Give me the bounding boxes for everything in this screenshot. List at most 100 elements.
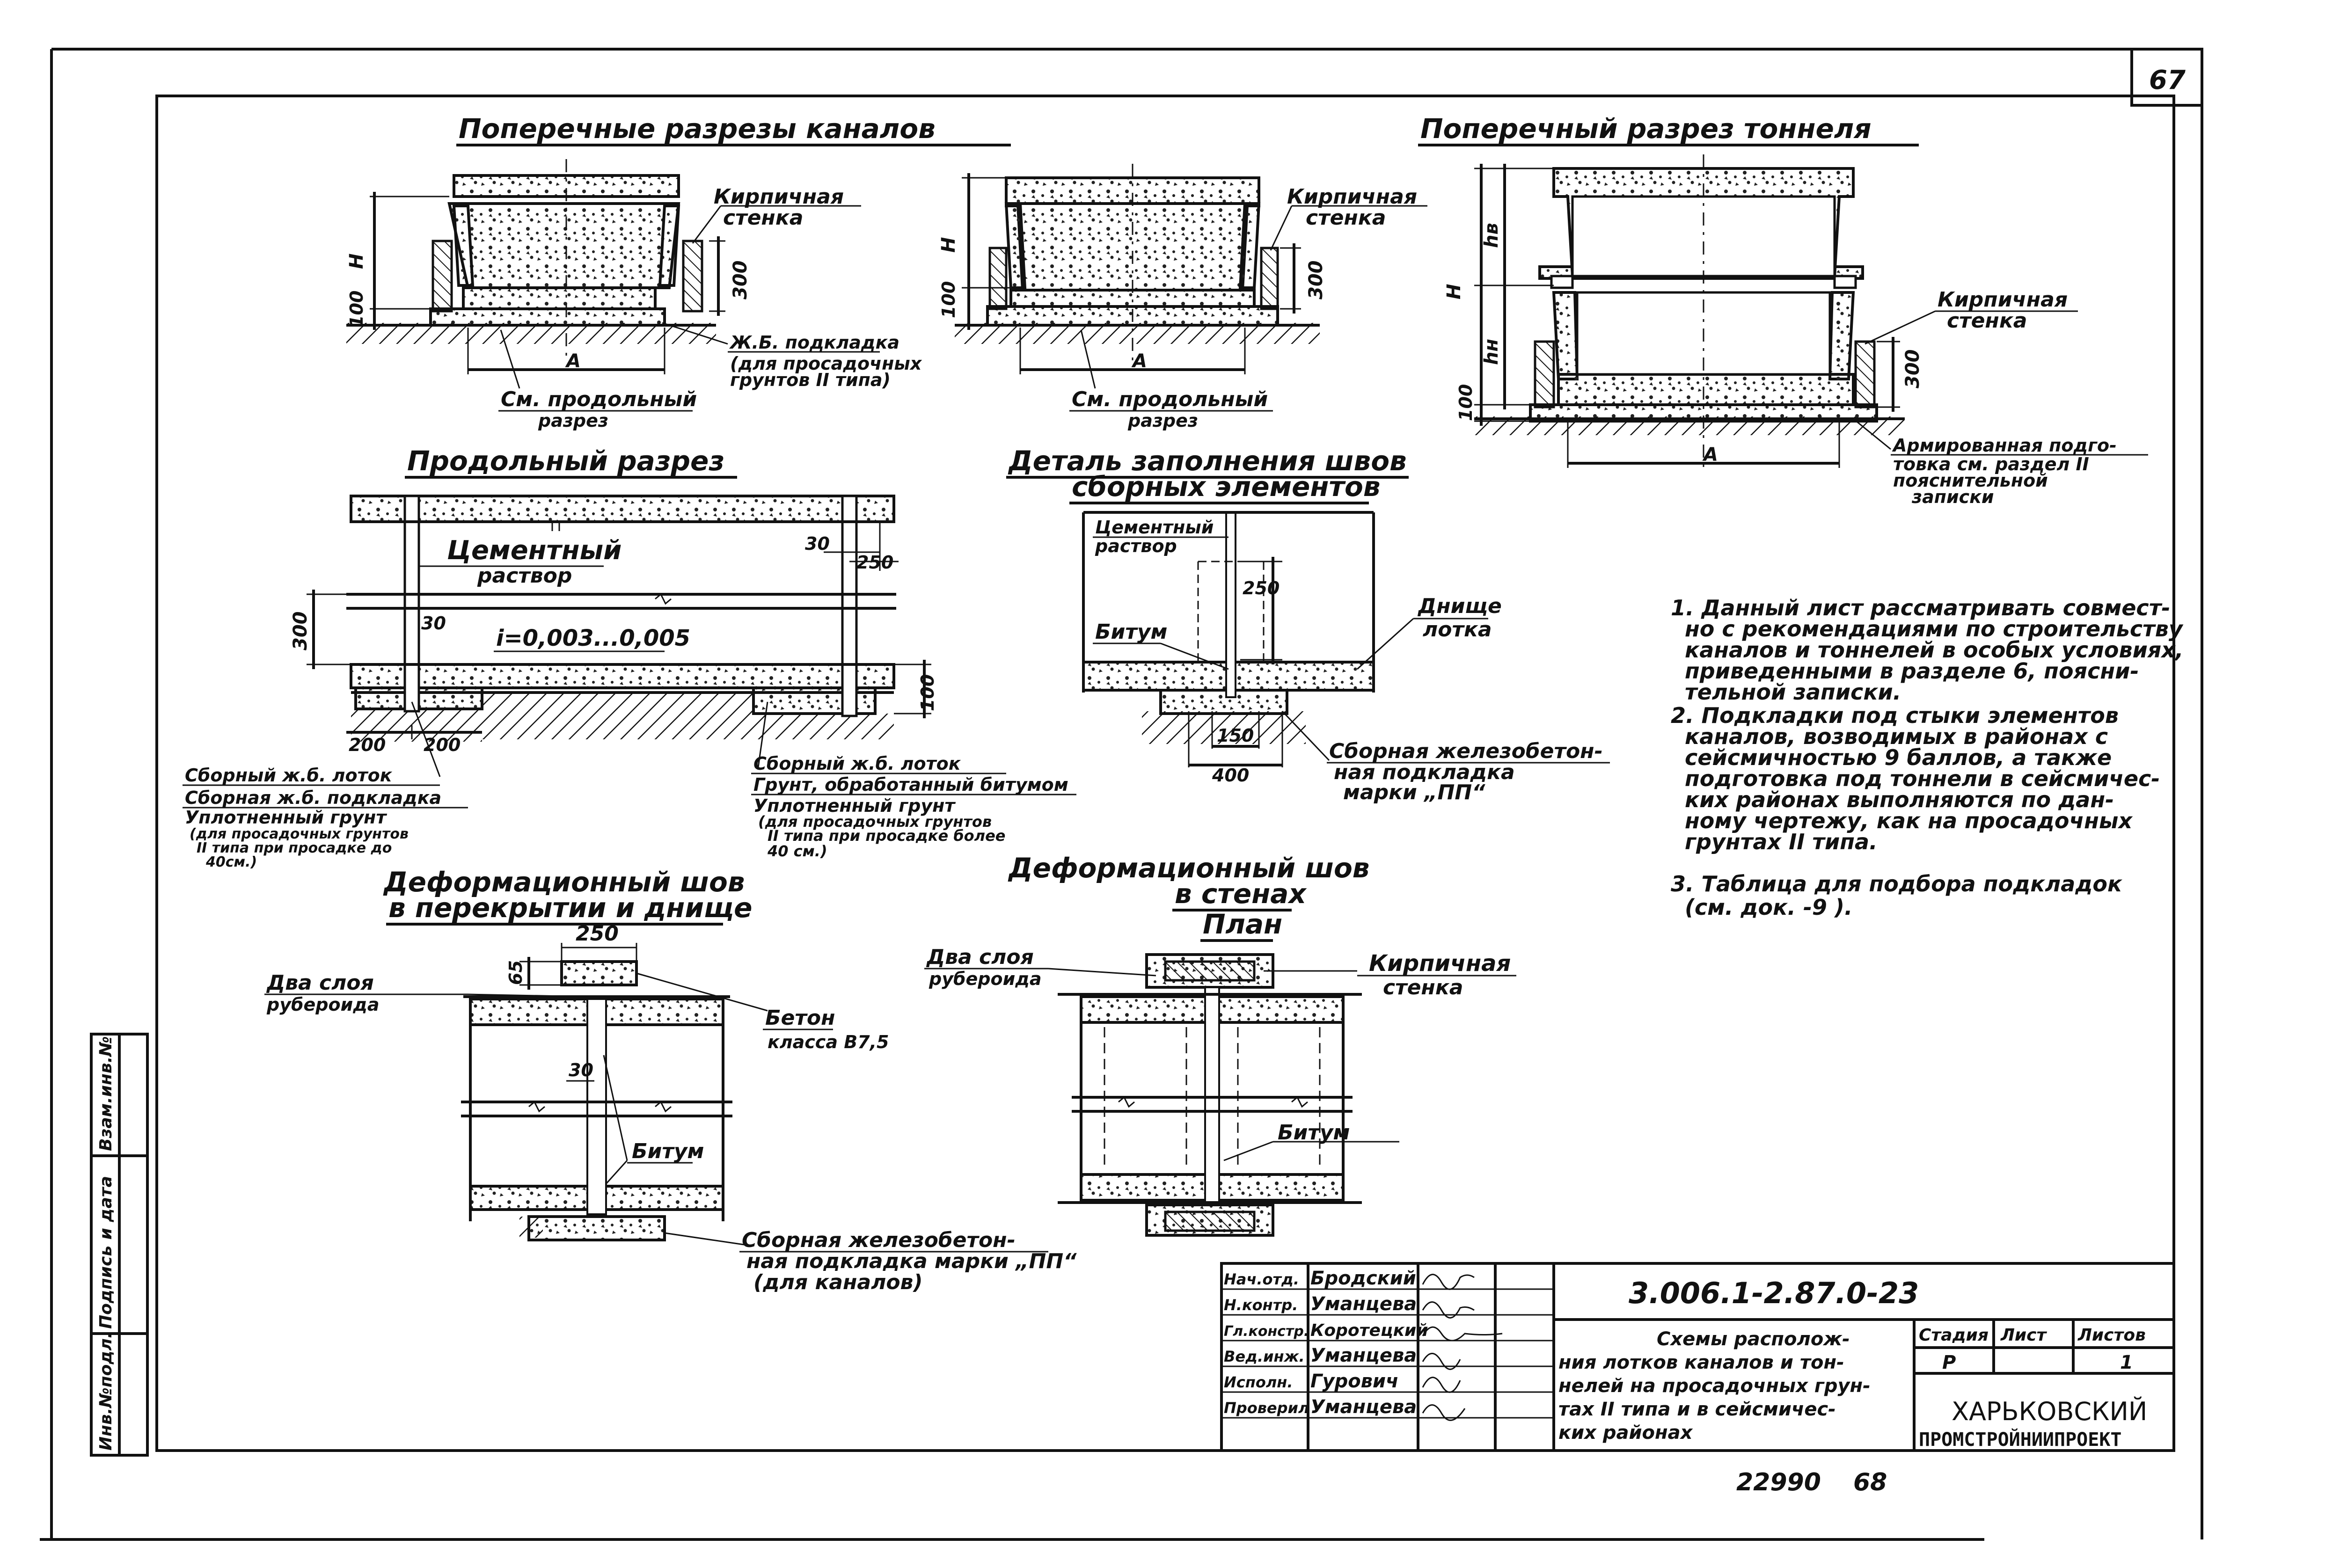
dim-30-slab: 30 — [569, 1060, 593, 1080]
label-slope: i=0,003...0,005 — [496, 625, 690, 651]
dim-300-long: 300 — [290, 612, 311, 651]
note-line-11: ному чертежу, как на просадочных — [1685, 808, 2133, 833]
stage-header: Стадия — [1919, 1326, 1989, 1345]
legend-left-6: 40см.) — [205, 854, 257, 870]
legend-left-2: Сборная ж.б. подкладка — [185, 788, 441, 808]
legend-left-5: II типа при просадке до — [197, 840, 392, 856]
label-bitumen-3: Битум — [1278, 1121, 1350, 1145]
title-channel-sections: Поперечные разрезы каналов — [459, 113, 936, 145]
legend-right-2: Грунт, обработанный битумом — [753, 774, 1068, 795]
legend-right-1: Сборный ж.б. лоток — [753, 753, 961, 774]
dim-300-3: 300 — [1902, 350, 1923, 389]
dim-250-slab: 250 — [576, 922, 619, 946]
dim-400: 400 — [1212, 765, 1249, 786]
stamp-signature-date: Подпись и дата — [96, 1176, 116, 1329]
note-line-13: 3. Таблица для подбора подкладок — [1671, 871, 2123, 897]
label-precast-pad2-1: Сборная железобетон- — [742, 1228, 1016, 1252]
channel-section-2: H 100 300 A Кирпичная стенка См. продоль… — [938, 164, 1427, 431]
dim-100: 100 — [346, 291, 367, 328]
dim-H-3: H — [1443, 284, 1465, 299]
note-line-9: подготовка под тоннели в сейсмичес- — [1685, 766, 2160, 791]
label-bitumen-1: Битум — [1095, 620, 1168, 644]
label-precast-pad-2: ная подкладка — [1334, 760, 1515, 784]
name-2: Уманцева — [1310, 1293, 1417, 1315]
label-brick-wall-4b: стенка — [1383, 976, 1463, 999]
dim-100-3: 100 — [1455, 384, 1476, 421]
stamp-inv-orig: Инв.№подл. — [96, 1332, 116, 1451]
label-reinforced-3: пояснительной — [1893, 470, 2048, 491]
name-1: Бродский — [1310, 1268, 1416, 1289]
deform-joint-slab: 250 65 30 Два слоя рубероида Бетон класс… — [264, 922, 1077, 1294]
label-brick-wall-3a: Кирпичная — [1938, 288, 2068, 312]
title-deform-slab-1: Деформационный шов — [383, 866, 745, 898]
dim-100-2: 100 — [938, 281, 959, 318]
page-number: 67 — [2149, 65, 2186, 95]
note-line-12: грунтах II типа. — [1685, 829, 1878, 854]
note-line-4: приведенными в разделе 6, поясни- — [1685, 658, 2139, 684]
label-brick-wall-2a: Кирпичная — [1287, 185, 1417, 209]
sheets-value: 1 — [2120, 1352, 2133, 1373]
tunnel-section: H hв hн 100 300 A Кирпичная стенка Армир… — [1443, 154, 2148, 507]
note-line-5: тельной записки. — [1685, 679, 1901, 705]
label-pad-note-3: грунтов II типа) — [730, 370, 891, 390]
doc-title-1: Схемы располож- — [1657, 1328, 1850, 1350]
role-3: Гл.констр. — [1224, 1323, 1309, 1340]
title-block: Нач.отд. Н.контр. Гл.констр. Вед.инж. Ис… — [1220, 1262, 2175, 1452]
dim-150: 150 — [1217, 725, 1254, 746]
role-5: Исполн. — [1224, 1373, 1293, 1391]
note-line-1: 1. Данный лист рассматривать совмест- — [1671, 595, 2170, 620]
dim-30-b: 30 — [805, 533, 830, 554]
sheets-header: Листов — [2077, 1326, 2146, 1345]
doc-title-3: нелей на просадочных грун- — [1558, 1375, 1871, 1397]
label-precast-pad2-3: (для каналов) — [753, 1270, 923, 1294]
note-line-3: каналов и тоннелей в особых условиях, — [1685, 637, 2183, 663]
role-4: Вед.инж. — [1224, 1348, 1305, 1365]
label-brick-wall-1b: стенка — [723, 206, 803, 230]
label-pad-note-1: Ж.Б. подкладка — [729, 332, 899, 353]
joint-detail: 250 150 400 Цементный раствор Битум Днищ… — [1082, 511, 1610, 804]
note-line-7: каналов, возводимых в районах с — [1685, 724, 2108, 749]
dim-65: 65 — [505, 960, 526, 985]
legend-left-4: (для просадочных грунтов — [190, 826, 409, 842]
sheet-frame: 67 — [40, 48, 2203, 1541]
name-6: Уманцева — [1310, 1396, 1417, 1418]
label-precast-pad-3: марки „ПП“ — [1343, 780, 1485, 804]
dim-250-detail: 250 — [1243, 578, 1280, 598]
note-line-10: ких районах выполняются по дан- — [1685, 787, 2114, 812]
org-name-1: ХАРЬКОВСКИЙ — [1952, 1397, 2147, 1426]
title-deform-slab-2: в перекрытии и днище — [388, 892, 752, 924]
title-tunnel-section: Поперечный разрез тоннеля — [1420, 113, 1872, 145]
deform-joint-wall: Два слоя рубероида Кирпичная стенка Биту… — [924, 945, 1516, 1237]
legend-right-4: (для просадочных грунтов — [758, 813, 992, 831]
label-concrete-2: класса B7,5 — [768, 1032, 889, 1052]
stage-value: Р — [1942, 1352, 1956, 1373]
legend-left-3: Уплотненный грунт — [185, 807, 387, 828]
dim-A: A — [565, 350, 581, 372]
org-name-2: ПРОМСТРОЙНИИПРОЕКТ — [1919, 1428, 2121, 1451]
note-line-6: 2. Подкладки под стыки элементов — [1671, 703, 2119, 728]
dim-hn: hн — [1481, 339, 1502, 365]
title-deform-wall-1: Деформационный шов — [1008, 852, 1370, 884]
label-see-long-1b: разрез — [538, 410, 608, 431]
label-two-layers-1a: Два слоя — [266, 971, 374, 995]
label-brick-wall-3b: стенка — [1947, 309, 2027, 333]
sheet-header: Лист — [2000, 1326, 2047, 1345]
label-precast-pad2-2: ная подкладка марки „ПП“ — [746, 1249, 1077, 1273]
bottom-page-number: 68 — [1853, 1468, 1887, 1496]
title-longitudinal-section: Продольный разрез — [407, 445, 724, 477]
role-2: Н.контр. — [1224, 1296, 1298, 1314]
name-4: Уманцева — [1310, 1345, 1417, 1366]
inventory-number: 22990 — [1736, 1468, 1821, 1496]
legend-right-5: II типа при просадке более — [768, 827, 1005, 845]
label-tray-bottom-1: Днище — [1417, 594, 1502, 618]
dim-250-long: 250 — [856, 552, 893, 573]
legend-left-1: Сборный ж.б. лоток — [185, 765, 393, 786]
dim-A-3: A — [1702, 444, 1718, 466]
note-line-14: (см. док. -9 ). — [1685, 895, 1852, 920]
role-6: Проверил — [1224, 1399, 1309, 1417]
section-titles: Поперечные разрезы каналов Поперечный ра… — [383, 113, 1919, 942]
label-reinforced-4: записки — [1911, 487, 1994, 507]
label-see-long-1a: См. продольный — [501, 387, 697, 411]
label-concrete-1: Бетон — [765, 1006, 835, 1030]
